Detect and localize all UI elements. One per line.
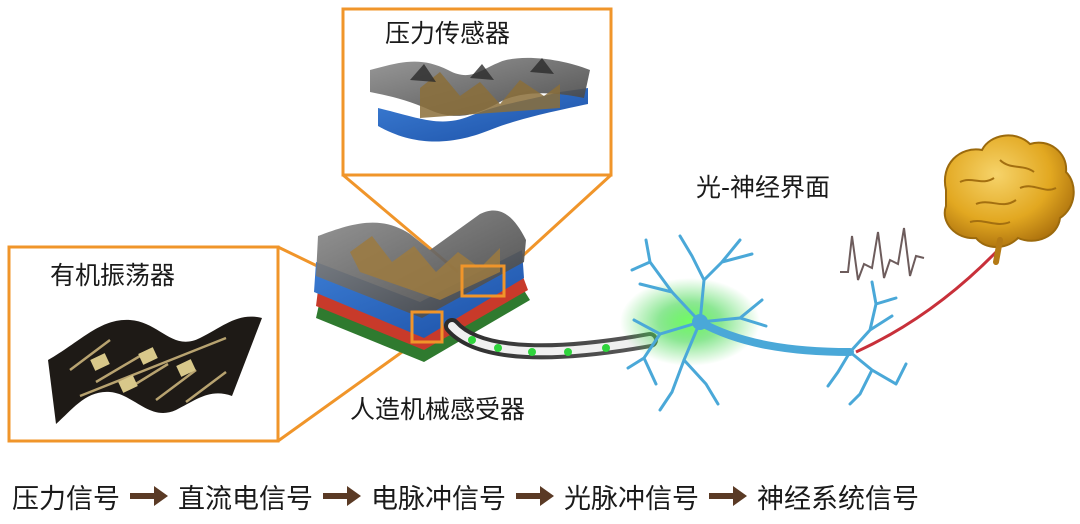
signal-step: 电脉冲信号 [371, 483, 506, 515]
organic-oscillator-callout [7, 245, 280, 443]
oscillator-zoom-marker [410, 310, 444, 344]
opto-neural-interface-label: 光-神经界面 [696, 173, 831, 202]
right-arrow-icon [516, 486, 554, 506]
action-potential-spikes [840, 227, 925, 281]
signal-step: 直流电信号 [178, 483, 313, 515]
light-pulse [564, 348, 572, 356]
opto-neural-glow [620, 278, 760, 366]
organic-oscillator-illustration [48, 316, 262, 424]
right-arrow-icon [130, 486, 168, 506]
nerve-fiber [855, 246, 1002, 354]
signal-step: 神经系统信号 [757, 483, 919, 515]
pressure-sensor-callout [341, 7, 613, 177]
right-arrow-icon [709, 486, 747, 506]
sensor-zoom-marker [460, 264, 506, 298]
signal-chain: 压力信号 直流电信号 电脉冲信号 光脉冲信号 神经系统信号 [12, 476, 1072, 516]
right-arrow-icon [323, 486, 361, 506]
brain [943, 134, 1075, 265]
light-pulse [468, 336, 476, 344]
artificial-mechanoreceptor-device [314, 210, 530, 362]
oscillator-callout-leader-bottom [277, 340, 417, 443]
pressure-sensor-illustration [370, 57, 590, 142]
pressure-sensor-label: 压力传感器 [385, 19, 511, 48]
light-pulse [494, 344, 502, 352]
organic-oscillator-label: 有机振荡器 [50, 261, 176, 290]
light-pulse [528, 348, 536, 356]
optical-fiber [444, 318, 658, 360]
signal-step: 光脉冲信号 [564, 483, 699, 515]
signal-step: 压力信号 [12, 483, 120, 515]
neuron [626, 234, 908, 412]
light-pulse [602, 344, 610, 352]
artificial-mechanoreceptor-label: 人造机械感受器 [350, 395, 526, 424]
